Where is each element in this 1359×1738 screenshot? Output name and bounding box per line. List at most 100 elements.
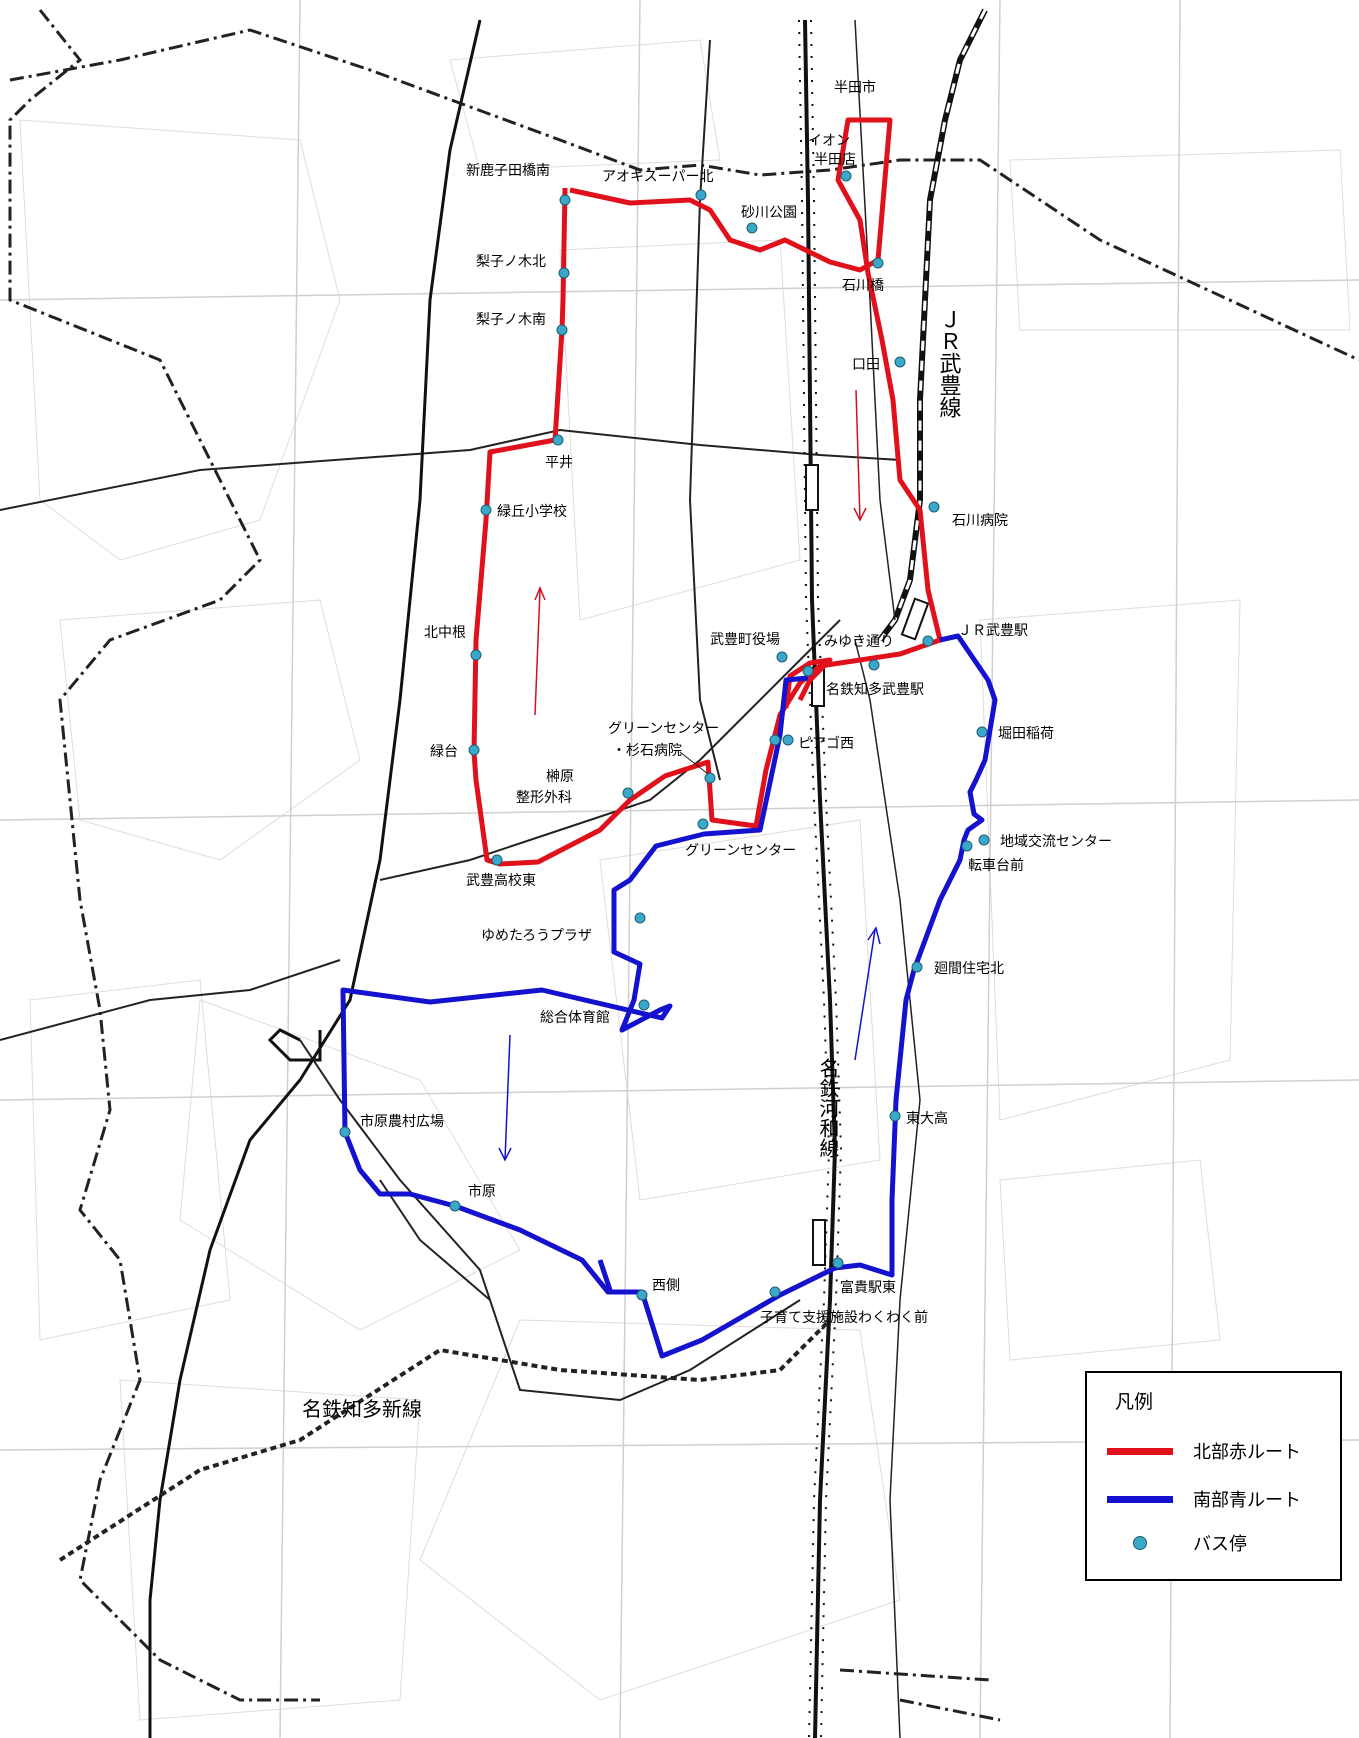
label-hirai: 平井 <box>545 455 573 471</box>
legend-stop-icon <box>1133 1536 1147 1550</box>
legend-label-stop: バス停 <box>1193 1534 1247 1555</box>
stop-kuchida[interactable] <box>894 356 906 368</box>
label-kuchida: 口田 <box>852 357 880 373</box>
stop-yumetarou[interactable] <box>634 912 646 924</box>
label-town-office: 武豊町役場 <box>710 632 780 648</box>
direction-arrows <box>498 389 881 1162</box>
station-box <box>812 1219 826 1266</box>
bus-stops <box>339 170 990 1301</box>
stop-chiiki[interactable] <box>978 834 990 846</box>
stop-sougou[interactable] <box>638 999 650 1011</box>
label-green-sugi-2: ・杉石病院 <box>612 743 682 759</box>
stop-aeon[interactable] <box>840 170 852 182</box>
stop-higashi-oodaka[interactable] <box>889 1110 901 1122</box>
rail-chita-shin <box>58 1318 832 1562</box>
label-midorigaoka: 緑丘小学校 <box>497 503 567 520</box>
local-roads-black <box>854 19 921 1738</box>
label-ichihara-nouson: 市原農村広場 <box>360 1113 444 1130</box>
label-midoridai: 緑台 <box>430 744 458 760</box>
label-sakakibara-2: 整形外科 <box>516 790 572 806</box>
rail-kowa <box>803 19 838 1738</box>
stop-horita[interactable] <box>976 726 988 738</box>
stop-sakakibara[interactable] <box>622 787 634 799</box>
stop-piago-1[interactable] <box>769 734 781 746</box>
stop-hazama[interactable] <box>911 961 923 973</box>
municipal-boundary <box>8 9 1359 1722</box>
label-piago: ピアゴ西 <box>798 735 854 752</box>
label-nashi-minami: 梨子ノ木南 <box>476 312 546 328</box>
stop-hirai[interactable] <box>552 434 564 446</box>
arrow-up-red <box>534 589 541 716</box>
legend: 凡例 北部赤ルート 南部青ルート バス停 <box>1085 1371 1342 1581</box>
stop-town-office[interactable] <box>776 651 788 663</box>
label-kosodate: 子育て支援施設わくわく前 <box>760 1309 928 1326</box>
stop-nishigawa[interactable] <box>636 1289 648 1301</box>
label-meitetsu-taketoyo: 名鉄知多武豊駅 <box>826 681 924 698</box>
stop-ishikawabashi[interactable] <box>872 257 884 269</box>
legend-swatch-north <box>1107 1447 1173 1455</box>
stop-miyuki[interactable] <box>868 659 880 671</box>
stop-ichihara-nouson[interactable] <box>339 1126 351 1138</box>
legend-label-south: 南部青ルート <box>1193 1490 1301 1511</box>
rail-jr-dash <box>878 9 987 641</box>
highway <box>148 19 482 1738</box>
stop-ishikawa-hosp[interactable] <box>928 501 940 513</box>
legend-row-north: 北部赤ルート <box>1107 1436 1301 1466</box>
stop-meitetsu-taketoyo[interactable] <box>802 665 814 677</box>
label-nishigawa: 西側 <box>652 1278 680 1294</box>
label-ishikawabashi: 石川橋 <box>842 278 884 294</box>
legend-row-stop: バス停 <box>1107 1528 1247 1558</box>
stop-kitanakane[interactable] <box>470 649 482 661</box>
label-jr-taketoyo: ＪＲ武豊駅 <box>958 623 1028 639</box>
label-aeon-1: イオン <box>808 133 850 149</box>
stop-midorigaoka[interactable] <box>480 504 492 516</box>
label-yumetarou: ゆめたろうプラザ <box>481 928 592 944</box>
label-hazama: 廻間住宅北 <box>934 961 1004 977</box>
rail-labels: ＪＲ武豊線 名鉄河和線 名鉄知多新線 <box>302 308 962 1421</box>
label-ishikawa-hosp: 石川病院 <box>952 513 1008 529</box>
label-taketoyo-hs: 武豊高校東 <box>466 872 536 889</box>
stop-green-center[interactable] <box>697 818 709 830</box>
legend-title: 凡例 <box>1115 1391 1154 1413</box>
label-chita-shin-line: 名鉄知多新線 <box>302 1397 422 1421</box>
arrow-down-red <box>855 389 861 521</box>
label-shinkago: 新鹿子田橋南 <box>466 162 550 179</box>
stop-nashi-minami[interactable] <box>556 324 568 336</box>
stop-jr-taketoyo[interactable] <box>922 635 934 647</box>
label-kowa-line: 名鉄河和線 <box>816 1058 840 1158</box>
legend-row-south: 南部青ルート <box>1107 1484 1301 1514</box>
label-kitanakane: 北中根 <box>424 625 466 641</box>
south-route <box>340 633 998 1359</box>
stop-fuki[interactable] <box>832 1257 844 1269</box>
arrow-up-blue <box>854 929 876 1061</box>
label-sunagawa: 砂川公園 <box>741 205 797 221</box>
stop-aoki-north[interactable] <box>695 189 707 201</box>
stop-sunagawa[interactable] <box>746 222 758 234</box>
rail-kowa-ticks <box>798 19 843 1738</box>
label-fuki: 富貴駅東 <box>840 1279 896 1296</box>
label-chiiki: 地域交流センター <box>1000 833 1112 850</box>
leader-line <box>679 751 709 775</box>
stop-shinkago[interactable] <box>559 194 571 206</box>
label-sakakibara-1: 榊原 <box>546 769 574 785</box>
stop-midoridai[interactable] <box>468 744 480 756</box>
place-handa: 半田市 <box>834 79 876 96</box>
label-higashi-oodaka: 東大高 <box>906 1110 948 1127</box>
stop-piago-2[interactable] <box>782 734 794 746</box>
legend-swatch-south <box>1107 1495 1173 1503</box>
label-jr-line: ＪＲ武豊線 <box>936 308 962 418</box>
label-green-sugi-1: グリーンセンター <box>608 721 719 737</box>
stop-ichihara[interactable] <box>449 1200 461 1212</box>
legend-label-north: 北部赤ルート <box>1193 1442 1301 1463</box>
stop-taketoyo-hs[interactable] <box>491 854 503 866</box>
stop-nashi-kita[interactable] <box>558 267 570 279</box>
stop-green-sugi[interactable] <box>704 772 716 784</box>
station-box <box>805 464 819 511</box>
station-box <box>900 597 930 641</box>
stop-kosodate[interactable] <box>769 1286 781 1298</box>
label-nashi-kita: 梨子ノ木北 <box>476 254 546 270</box>
label-aeon-2: 半田店 <box>814 152 856 168</box>
label-aoki-north: アオキスーパー北 <box>602 169 713 185</box>
stop-tenshadai[interactable] <box>961 840 973 852</box>
label-horita: 堀田稲荷 <box>998 726 1054 742</box>
